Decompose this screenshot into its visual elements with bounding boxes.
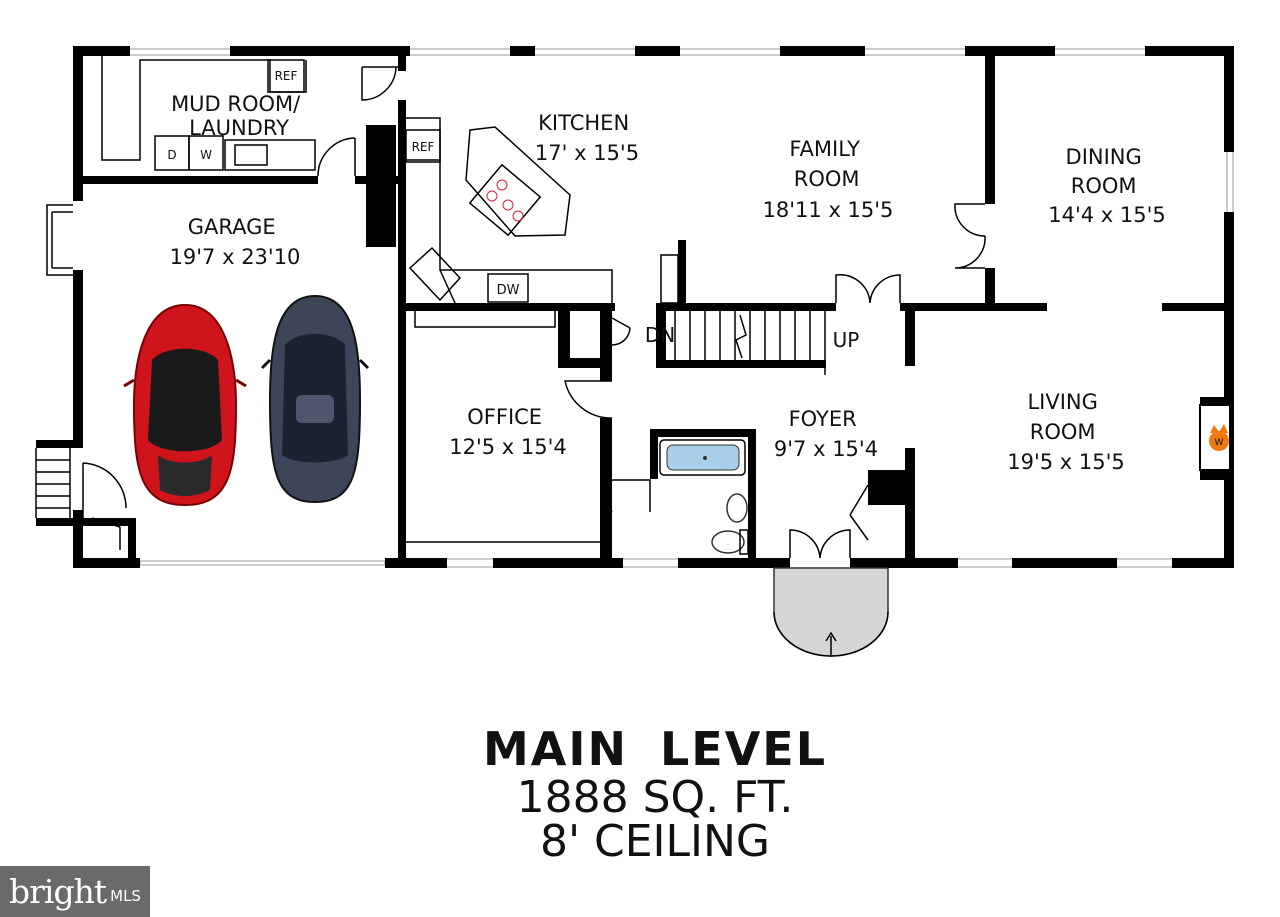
red-car — [123, 303, 247, 507]
room-label-dining-room: DINING ROOM 14'4 x 15'5 — [1048, 145, 1166, 227]
garage-closet-door — [91, 517, 121, 550]
fixture-label-ref-kitchen: REF — [412, 140, 435, 154]
closet-door — [611, 317, 631, 346]
cooktop-icon — [468, 163, 542, 237]
kitchen-island — [465, 126, 571, 237]
stairs-down-label: DN — [645, 323, 675, 347]
fixture-label-fireplace: W — [1215, 438, 1224, 448]
fixture-label-ref-mudroom: REF — [275, 69, 298, 83]
room-label-foyer: FOYER 9'7 x 15'4 — [774, 407, 878, 461]
bathtub-icon — [659, 439, 746, 476]
logo-suffix: MLS — [110, 886, 141, 905]
bright-mls-logo: bright MLS — [0, 866, 150, 917]
dishwasher — [487, 273, 529, 303]
office-door — [564, 380, 613, 419]
room-label-office: OFFICE 12'5 x 15'4 — [449, 405, 567, 459]
doors — [82, 66, 986, 559]
room-label-kitchen: KITCHEN 17' x 15'5 — [535, 111, 639, 165]
mudroom-door — [317, 137, 356, 177]
front-double-door — [789, 529, 851, 559]
logo-brand: bright — [9, 872, 107, 911]
room-label-garage: GARAGE 19'7 x 23'10 — [170, 215, 301, 269]
kitchen-sink-icon — [408, 246, 462, 302]
room-label-living-room: LIVING ROOM 19'5 x 15'5 — [1007, 390, 1125, 474]
level-area: 1888 SQ. FT. — [516, 772, 794, 823]
toilet-icon — [711, 530, 745, 554]
laundry-sink-icon — [234, 144, 268, 166]
dining-room-double-door — [954, 203, 986, 269]
level-ceiling: 8' CEILING — [539, 816, 771, 867]
bath-door — [606, 479, 651, 513]
washer — [188, 135, 224, 171]
coat-closet-door — [849, 484, 869, 541]
front-stoop — [773, 567, 889, 657]
dark-car — [260, 294, 370, 504]
level-title: MAIN LEVEL — [482, 722, 828, 776]
fixture-label-dishwasher: DW — [497, 283, 520, 298]
bathroom-sink-icon — [726, 493, 748, 523]
kitchen-fridge — [405, 129, 441, 163]
family-room-double-door — [835, 273, 901, 304]
room-label-family-room: FAMILY ROOM 18'11 x 15'5 — [763, 137, 894, 222]
fireplace-fire-icon — [1209, 431, 1229, 451]
mud-room-fridge — [267, 59, 305, 93]
room-label-mud-room: MUD ROOM/ LAUNDRY — [171, 92, 307, 140]
stairs-up-label: UP — [833, 328, 860, 352]
garage-side-door — [82, 462, 127, 518]
fixture-label-dryer: D — [167, 148, 176, 162]
kitchen-entry-door — [361, 66, 400, 101]
fixtures — [35, 56, 1231, 555]
fixture-label-washer: W — [200, 148, 212, 162]
